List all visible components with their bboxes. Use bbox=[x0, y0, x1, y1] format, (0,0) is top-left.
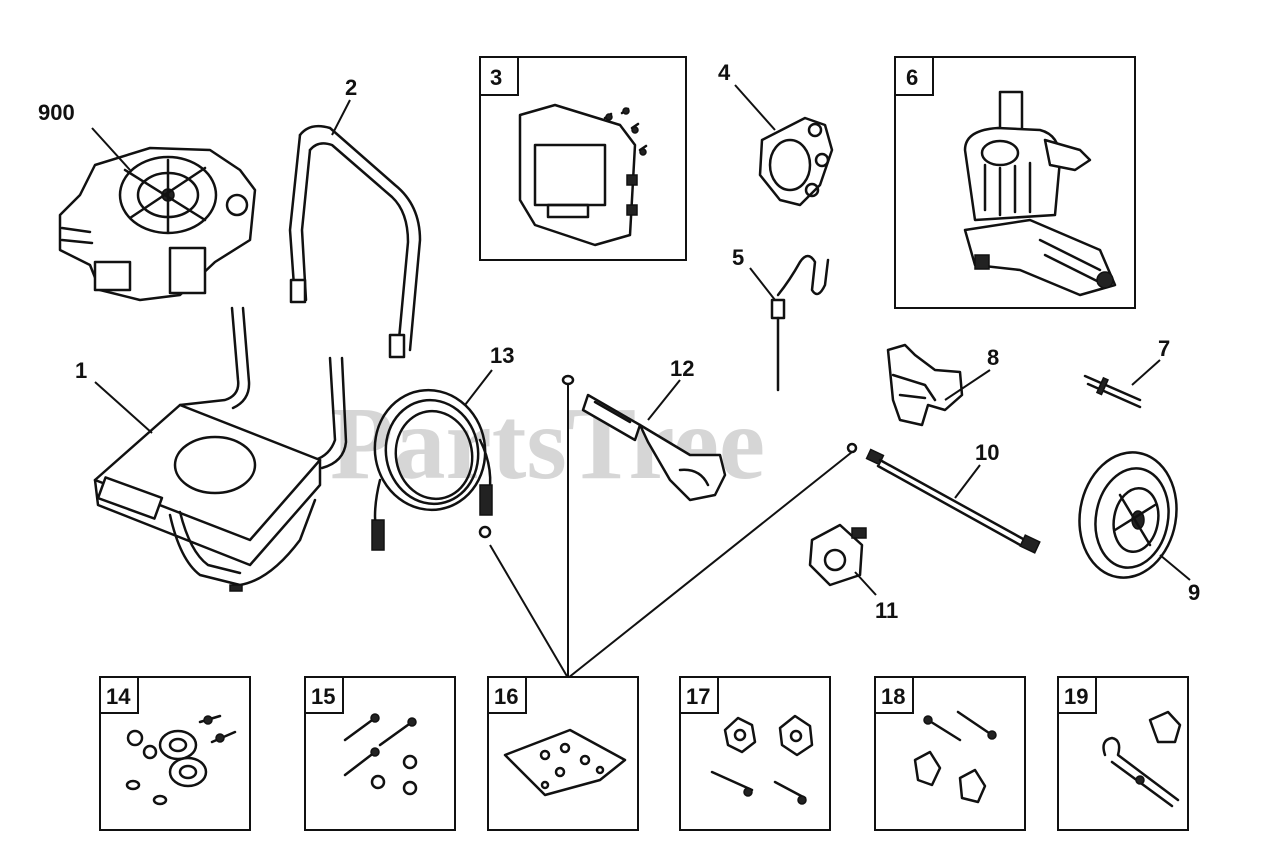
kit-18-drawing[interactable] bbox=[913, 710, 997, 804]
engine-leader bbox=[91, 127, 131, 171]
gun-holder-drawing[interactable] bbox=[886, 343, 964, 427]
gun-holder-leader bbox=[944, 369, 991, 401]
wand-leader bbox=[954, 464, 981, 499]
callout-handle: 2 bbox=[345, 75, 357, 100]
hose-leader bbox=[464, 369, 493, 406]
wheel-leader bbox=[1159, 554, 1191, 581]
kit-number-16: 16 bbox=[494, 684, 518, 709]
axle-pin-drawing[interactable] bbox=[1083, 374, 1142, 409]
spray-gun-leader bbox=[647, 379, 681, 421]
kit-19-drawing[interactable] bbox=[1102, 710, 1182, 808]
kit-17-drawing[interactable] bbox=[710, 714, 814, 805]
kit-number-18: 18 bbox=[881, 684, 905, 709]
callout-wheel: 9 bbox=[1188, 580, 1200, 605]
kit-16-drawing[interactable] bbox=[503, 728, 627, 797]
nozzle-leader bbox=[854, 571, 877, 596]
kit-number-17: 17 bbox=[686, 684, 710, 709]
kit-number-14: 14 bbox=[106, 684, 131, 709]
nozzle-drawing[interactable] bbox=[808, 523, 867, 587]
frame-drawing[interactable] bbox=[93, 306, 348, 592]
kit16-leader-a bbox=[489, 544, 569, 679]
kit16-leader-c bbox=[567, 451, 853, 679]
control-panel-drawing[interactable] bbox=[518, 103, 648, 247]
callout-dipstick: 5 bbox=[732, 245, 744, 270]
callout-axle-pin: 7 bbox=[1158, 336, 1170, 361]
frame-leader bbox=[94, 381, 153, 434]
spray-gun-drawing[interactable] bbox=[561, 374, 727, 502]
wand-drawing[interactable] bbox=[846, 442, 1041, 554]
handle-leader bbox=[331, 99, 351, 136]
callout-spray-gun: 12 bbox=[670, 356, 694, 381]
callout-nozzle: 11 bbox=[875, 598, 898, 623]
wheel-drawing[interactable] bbox=[1070, 445, 1186, 586]
callout-hose: 13 bbox=[490, 343, 514, 368]
callout-gun-holder: 8 bbox=[987, 345, 999, 370]
engine-drawing[interactable] bbox=[58, 146, 257, 302]
kit-number-15: 15 bbox=[311, 684, 335, 709]
callout-pump: 6 bbox=[906, 65, 918, 90]
kit-15-drawing[interactable] bbox=[343, 713, 418, 796]
callout-panel: 3 bbox=[490, 65, 502, 90]
kit-number-19: 19 bbox=[1064, 684, 1088, 709]
callout-frame: 1 bbox=[75, 358, 87, 383]
callout-hose-hanger: 4 bbox=[718, 60, 731, 85]
dipstick-drawing[interactable] bbox=[770, 254, 830, 392]
callout-engine: 900 bbox=[38, 100, 75, 125]
hose-hanger-drawing[interactable] bbox=[758, 116, 834, 207]
pump-drawing[interactable] bbox=[963, 90, 1117, 297]
axle-pin-leader bbox=[1131, 359, 1161, 386]
dipstick-leader bbox=[749, 267, 776, 301]
handle-drawing[interactable] bbox=[288, 124, 422, 359]
callout-wand: 10 bbox=[975, 440, 999, 465]
hose-hanger-leader bbox=[734, 84, 776, 131]
kit-14-drawing[interactable] bbox=[125, 714, 237, 806]
hose-drawing[interactable] bbox=[365, 381, 494, 551]
